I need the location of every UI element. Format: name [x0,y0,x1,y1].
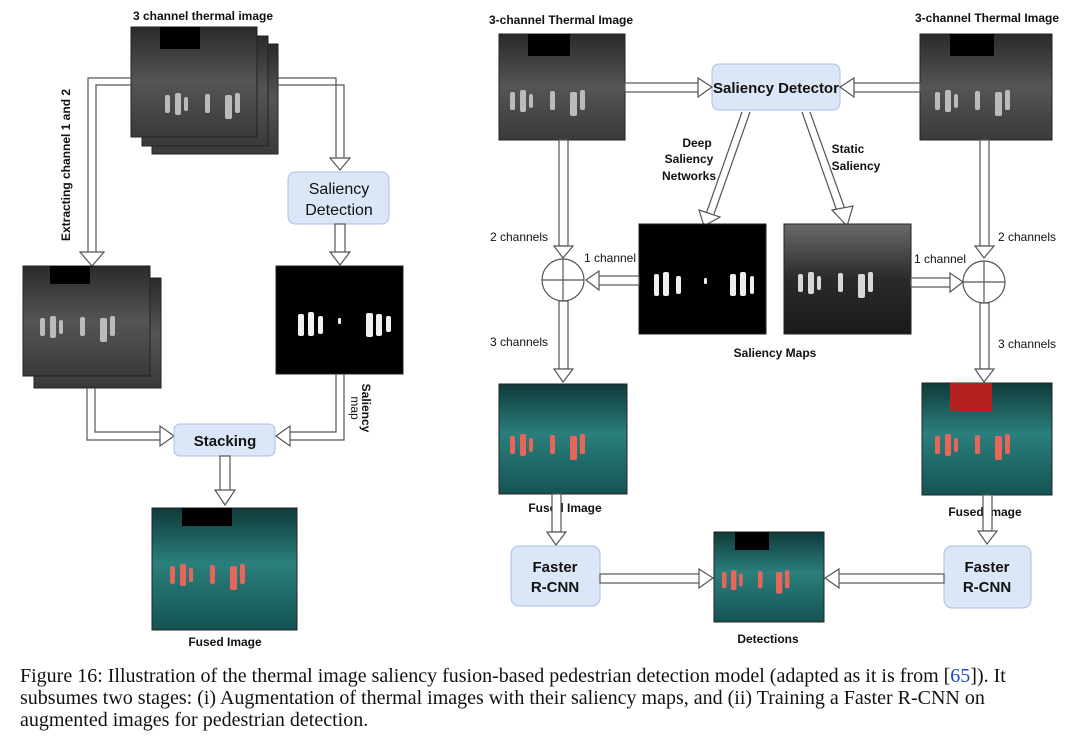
deep-saliency-line3: Networks [662,169,716,183]
saliency-detector-label: Saliency Detector [713,80,839,97]
detections-label: Detections [737,632,799,646]
arrow-one-channel-right [910,271,965,294]
arrow-three-channels-right [973,302,996,384]
arrow-thermal-left-to-detector [624,76,714,99]
arrow-thermal-left-down [552,139,575,259]
static-saliency-line2: Saliency [832,159,881,173]
arrow-static-saliency [801,111,854,228]
arrow-to-fused [213,455,237,507]
left-fused-label: Fused Image [188,635,262,649]
faster-rcnn-box-right: Faster R-CNN [943,545,1032,609]
arrow-thermal-right-to-detector [838,76,921,99]
static-saliency-line1: Static [832,142,865,156]
arrow-one-channel-left [584,269,640,292]
arrow-thermal-right-down [973,139,996,259]
two-channels-left-label: 2 channels [490,230,548,244]
right-thermal-right-title: 3-channel Thermal Image [915,11,1059,25]
deep-saliency-map-image [638,223,767,335]
rcnn-left-line1: Faster [532,559,577,576]
saliency-detection-box: Saliency Detection [287,171,390,225]
arrow-extract-channels [78,77,131,267]
arrow-stack-from-thermal [86,388,176,448]
right-fused-image-right [921,382,1053,496]
left-saliency-map-image [275,265,404,375]
saliency-map-label-1: Saliency [359,384,373,433]
saliency-detection-line1: Saliency [309,181,369,198]
static-saliency-map-image [783,223,912,335]
figure-caption: Figure 16: Illustration of the thermal i… [20,665,1065,731]
deep-saliency-line1: Deep [682,136,711,150]
rcnn-left-line2: R-CNN [531,579,579,596]
deep-saliency-line2: Saliency [665,152,714,166]
right-thermal-image-right [919,33,1053,141]
right-fused-left-label: Fused Image [528,501,602,515]
diagram: 3 channel thermal image Extracting chann… [22,9,1059,649]
rcnn-right-line2: R-CNN [963,579,1011,596]
arrow-to-saliency-map [328,223,352,266]
three-channels-right-label: 3 channels [998,337,1056,351]
arrow-to-rcnn-right [976,494,999,546]
arrow-rcnn-left-to-detections [599,567,715,590]
extract-channels-label: Extracting channel 1 and 2 [59,89,73,241]
rcnn-right-line1: Faster [964,559,1009,576]
arrow-three-channels-left [552,300,575,384]
one-channel-right-label: 1 channel [914,252,966,266]
faster-rcnn-box-left: Faster R-CNN [510,545,601,607]
arrow-to-rcnn-left [545,493,568,547]
one-channel-left-label: 1 channel [584,251,636,265]
left-thermal-image-stack [130,26,279,155]
caption-text-2: ]). It subsumes two stages: (i) Augmenta… [20,665,1006,731]
arrow-to-saliency-detection [278,77,352,171]
three-channels-left-label: 3 channels [490,335,548,349]
fusion-node-left [541,258,585,302]
saliency-detection-line2: Detection [305,202,373,219]
arrow-rcnn-right-to-detections [823,567,945,590]
saliency-detector-box: Saliency Detector [711,63,841,111]
left-thermal-title: 3 channel thermal image [133,9,273,23]
saliency-map-label-2: map [348,396,362,420]
fusion-node-right [962,260,1006,304]
right-thermal-image-left [498,33,626,141]
arrow-stack-from-saliency [274,374,345,448]
right-fused-image-left [498,383,628,495]
stacking-box: Stacking [173,423,276,457]
two-channels-right-label: 2 channels [998,230,1056,244]
left-extracted-image-stack [22,265,162,389]
detections-image [713,531,825,623]
saliency-maps-label: Saliency Maps [734,346,817,360]
left-fused-image [151,507,298,631]
caption-text-1: Figure 16: Illustration of the thermal i… [20,665,951,687]
caption-reference-link[interactable]: 65 [950,665,971,687]
arrow-deep-saliency [698,111,751,227]
right-thermal-left-title: 3-channel Thermal Image [489,13,633,27]
stacking-label: Stacking [194,433,257,450]
